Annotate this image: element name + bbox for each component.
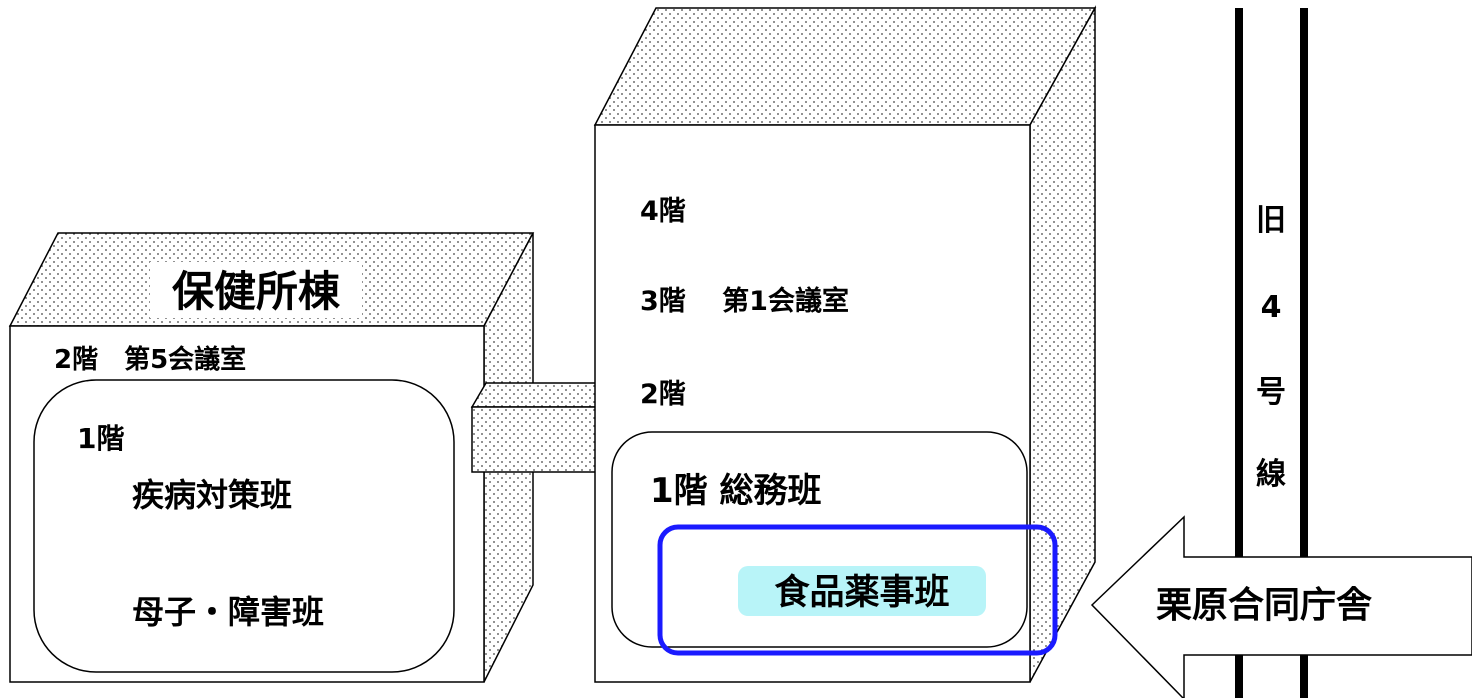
road-char-3: 号 (1256, 375, 1286, 410)
entrance-arrow-label: 栗原合同庁舎 (1156, 585, 1372, 626)
health-center-building: 保健所棟 2階 第5会議室 1階 疾病対策班 母子・障害班 (8, 232, 535, 683)
team-maternal-disability: 母子・障害班 (132, 593, 324, 631)
health-center-floor1-label: 1階 (77, 422, 124, 455)
corridor-front (471, 406, 597, 473)
main-floor2-label: 2階 (640, 379, 686, 410)
health-center-floor2-label: 2階 第5会議室 (54, 344, 246, 375)
team-disease-control: 疾病対策班 (132, 476, 292, 514)
main-building-side (1029, 5, 1096, 683)
road-char-4: 線 (1256, 457, 1286, 492)
team-food-pharma: 食品薬事班 (774, 572, 949, 613)
corridor-top (470, 382, 597, 408)
main-floor3-label: 3階 第1会議室 (640, 285, 849, 317)
health-center-title-bg (150, 262, 362, 318)
main-building: 4階 3階 第1会議室 2階 1階 総務班 食品薬事班 (593, 5, 1097, 683)
main-floor4-label: 4階 (640, 196, 686, 227)
road-char-1: 旧 (1256, 203, 1286, 238)
entrance-arrow: 栗原合同庁舎 (1090, 515, 1472, 698)
connecting-corridor (470, 382, 597, 473)
health-center-floor1-box (33, 379, 455, 673)
highlight-food-pharma-text-bg (738, 566, 986, 616)
health-center-title: 保健所棟 (172, 267, 341, 316)
main-building-roof (593, 7, 1097, 126)
road-char-2: 4 (1261, 290, 1282, 325)
arrow-shape (1090, 515, 1472, 698)
highlight-food-pharma-box (657, 524, 1058, 656)
main-floor1-label: 1階 総務班 (650, 471, 822, 511)
